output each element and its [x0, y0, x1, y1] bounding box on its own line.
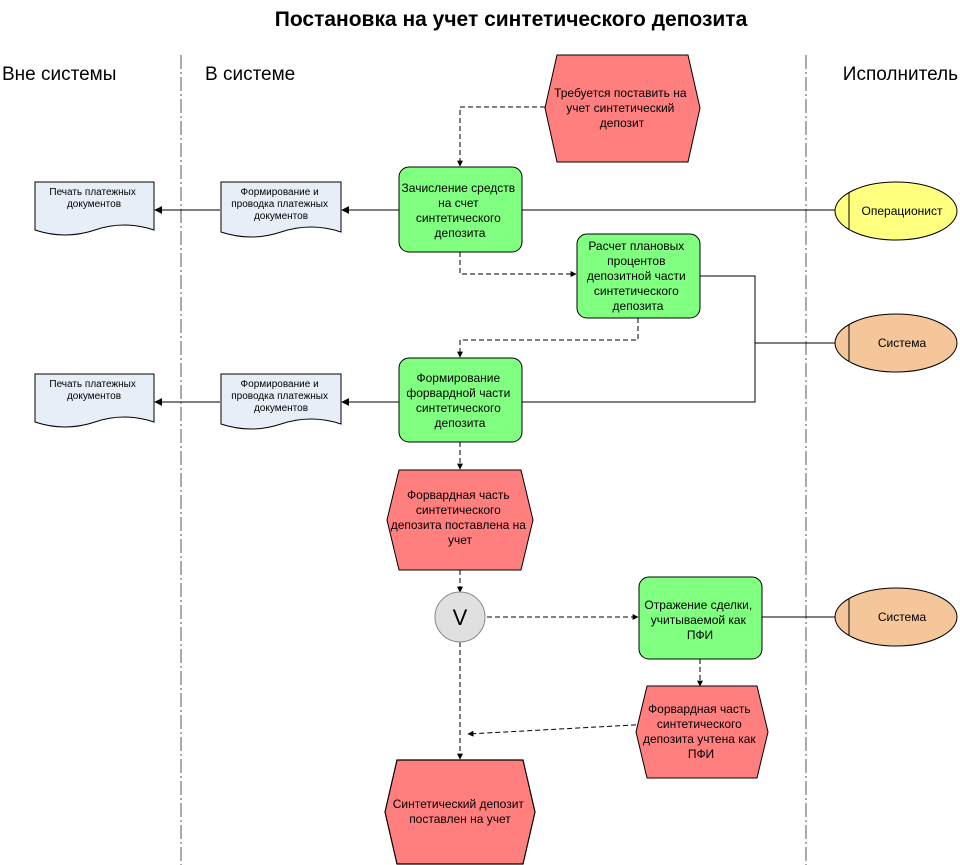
flow-pfi-event-to-main: [467, 723, 653, 737]
event-start: Требуется поставить на учет синтетически…: [544, 54, 701, 163]
event-start-label: Требуется поставить на учет синтетически…: [554, 86, 690, 130]
role-system-1: Система: [834, 313, 958, 373]
document-payment-form-2-label: Формирование и проводка платежных докуме…: [231, 379, 331, 414]
document-print-1-shape: [34, 181, 155, 236]
function-pfi-deal: Отражение сделки, учитываемой как ПФИ: [638, 576, 763, 660]
event-end-label: Синтетический депозит поставлен на учет: [393, 797, 528, 826]
role-system-2-label: Система: [878, 610, 927, 624]
role-operator-label: Операционист: [862, 204, 943, 218]
document-payment-form-1-shape: [220, 181, 342, 238]
flow-credit-to-plan-interest: [459, 252, 577, 277]
function-pfi-deal-shape: [638, 576, 763, 660]
lane-label-performer: Исполнитель: [843, 64, 958, 85]
event-forward-pfi-shape: [635, 685, 769, 779]
document-print-2-shape: [34, 373, 155, 428]
flow-start-to-credit: [457, 106, 545, 167]
assoc-system-plan: [522, 275, 756, 403]
event-forward-pfi: Форвардная часть синтетического депозита…: [635, 685, 769, 779]
document-payment-form-2-shape: [220, 373, 342, 430]
document-print-1: Печать платежных документов: [34, 181, 155, 236]
role-system-2: Система: [834, 587, 958, 647]
lane-label-inside: В системе: [205, 64, 295, 85]
document-payment-form-1-label: Формирование и проводка платежных докуме…: [231, 187, 331, 222]
document-print-2: Печать платежных документов: [34, 373, 155, 428]
xor-connector-shape: [434, 591, 486, 643]
event-forward-pfi-label: Форвардная часть синтетического депозита…: [643, 702, 759, 761]
event-forward-registered: Форвардная часть синтетического депозита…: [386, 469, 534, 571]
document-print-1-label: Печать платежных документов: [49, 187, 138, 210]
lane-label-outside: Вне системы: [2, 64, 116, 85]
function-forward-form-shape: [398, 357, 523, 443]
document-payment-form-2: Формирование и проводка платежных докуме…: [220, 373, 342, 430]
event-forward-registered-label: Форвардная часть синтетического депозита…: [391, 488, 530, 547]
function-credit-shape: [398, 166, 523, 253]
diagram-title: Постановка на учет синтетического депози…: [275, 8, 748, 31]
xor-connector: V: [434, 591, 486, 643]
xor-connector-label: V: [453, 605, 468, 630]
document-payment-form-1: Формирование и проводка платежных докуме…: [220, 181, 342, 238]
role-system-1-shape: [834, 313, 958, 373]
function-plan-interest-label: Расчет плановых процентов депозитной час…: [587, 239, 689, 313]
role-operator-shape: [834, 181, 958, 241]
document-print-2-label: Печать платежных документов: [49, 379, 138, 402]
event-start-shape: [544, 54, 701, 163]
event-end: Синтетический депозит поставлен на учет: [384, 759, 536, 865]
function-plan-interest: Расчет плановых процентов депозитной час…: [576, 233, 701, 319]
event-end-shape: [384, 759, 536, 865]
role-system-1-label: Система: [878, 336, 927, 350]
function-plan-interest-shape: [576, 233, 701, 319]
function-credit-label: Зачисление средств на счет синтетическог…: [402, 181, 519, 240]
function-pfi-deal-label: Отражение сделки, учитываемой как ПФИ: [644, 598, 755, 642]
role-system-2-shape: [834, 587, 958, 647]
function-forward-form-label: Формирование форвардной части синтетичес…: [406, 371, 513, 430]
function-forward-form: Формирование форвардной части синтетичес…: [398, 357, 523, 443]
event-forward-registered-shape: [386, 469, 534, 571]
role-operator: Операционист: [834, 181, 958, 241]
flow-plan-interest-to-forward: [457, 318, 639, 358]
function-credit: Зачисление средств на счет синтетическог…: [398, 166, 523, 253]
